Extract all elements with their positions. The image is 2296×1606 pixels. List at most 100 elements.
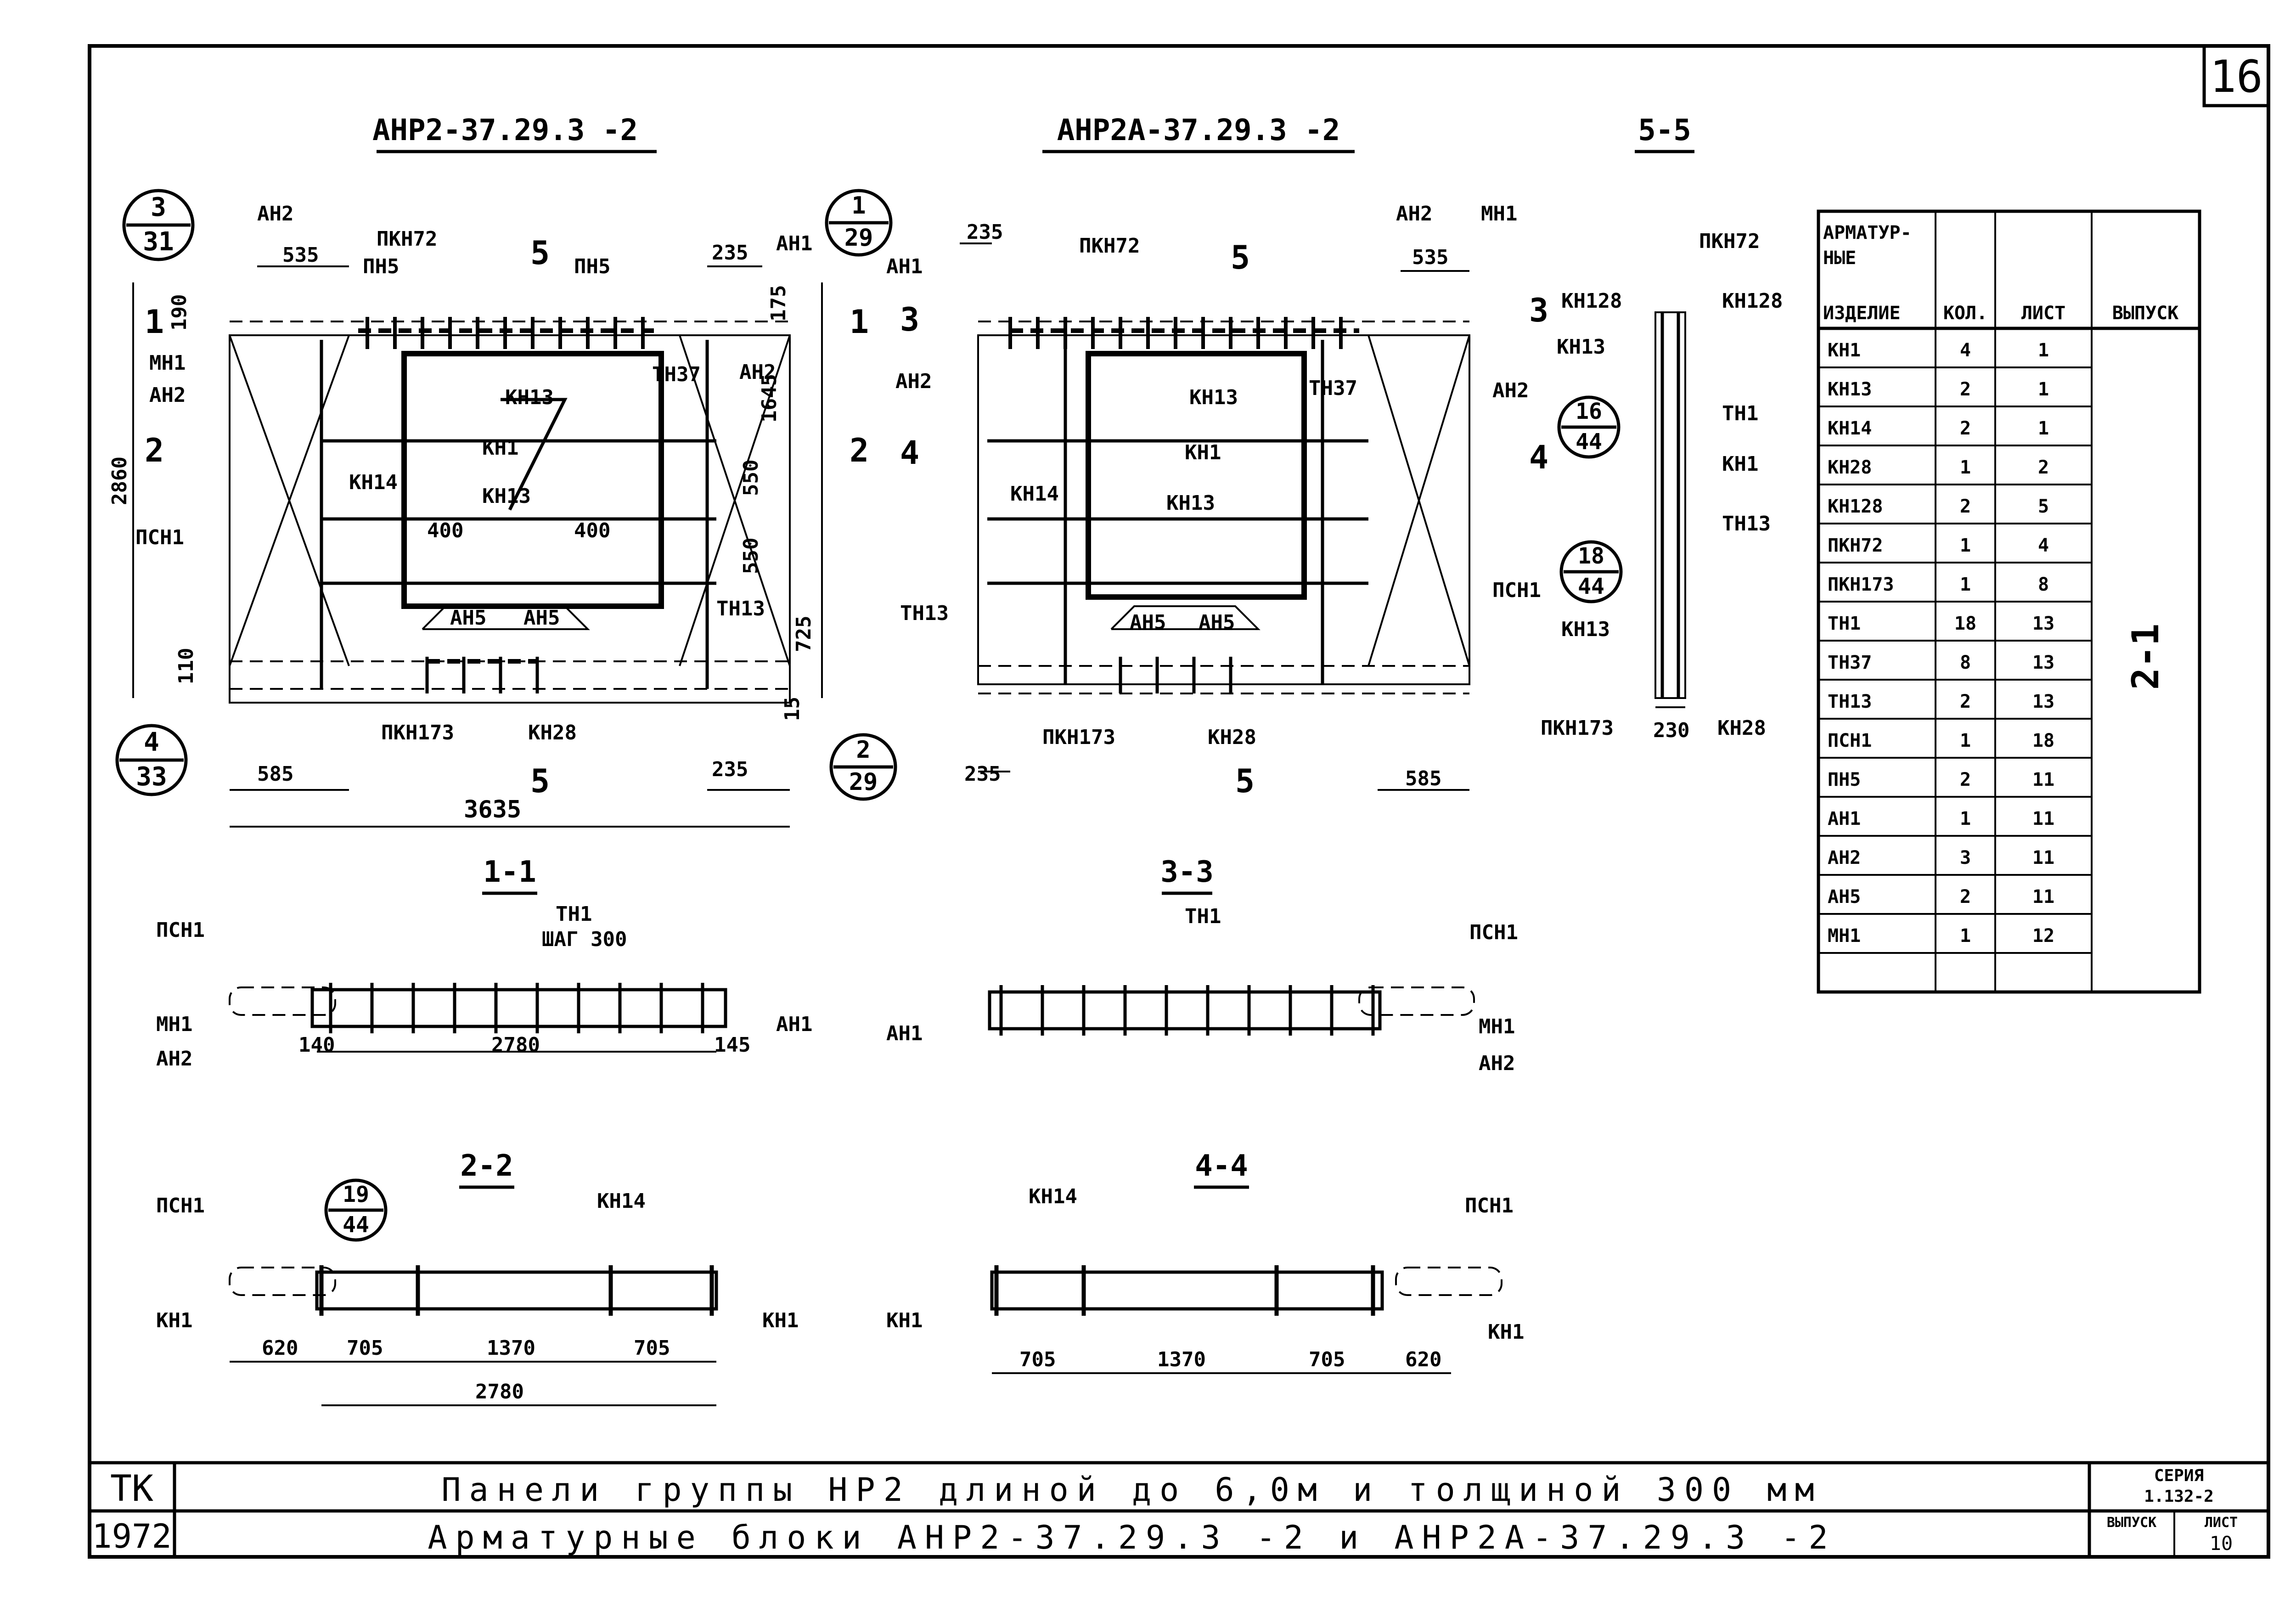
table-cell-sheet: 5 (2038, 496, 2049, 517)
callout-18-44-bottom: 44 (1578, 574, 1604, 599)
table-cell-sheet: 13 (2032, 652, 2054, 673)
view-b-opening-frame (1086, 351, 1307, 600)
table-cell-qty: 18 (1954, 613, 1976, 634)
section-44-label-psn1: ПСН1 (1465, 1194, 1514, 1217)
section-44-body (990, 1270, 1384, 1311)
view-a-label-kn28: КН28 (528, 721, 577, 744)
view-a-label-an1: АН1 (776, 232, 812, 255)
table-cell-item: АН1 (1828, 808, 1861, 829)
table-cell-qty: 1 (1960, 535, 1971, 556)
section-44-dim-620: 620 (1405, 1348, 1441, 1371)
view-a-label-pn5-right: ПН5 (574, 255, 610, 278)
section-55-label-kn28: КН28 (1717, 716, 1766, 740)
section-55-body (1654, 311, 1686, 699)
callout-16-44: 16 44 (1557, 395, 1621, 459)
sheet-number-box (2202, 44, 2270, 107)
table-vypusk-value: 2-1 (2124, 624, 2167, 690)
view-a-section-5-top: 5 (530, 234, 550, 272)
table-header-item-1: АРМАТУР- (1823, 222, 1912, 243)
table-cell-sheet: 11 (2032, 769, 2054, 790)
section-11-title: 1-1 (483, 855, 536, 889)
section-22-dim-705-left: 705 (347, 1336, 383, 1360)
section-11-dim-145: 145 (714, 1033, 750, 1057)
view-b-label-pkn72: ПКН72 (1079, 234, 1140, 258)
callout-3-31-top: 3 (151, 192, 166, 222)
view-b-label-an2-right: АН2 (1492, 379, 1529, 402)
view-a-dim-3635: 3635 (464, 796, 521, 823)
section-55-label-pkn173: ПКН173 (1541, 716, 1614, 740)
section-11-label-psn1: ПСН1 (156, 919, 205, 942)
section-11-label-mn1: МН1 (156, 1013, 192, 1036)
section-11-dim-2780: 2780 (491, 1033, 540, 1057)
table-header-item-3: ИЗДЕЛИЕ (1823, 303, 1901, 324)
section-22-label-psn1: ПСН1 (156, 1194, 205, 1217)
section-55-label-tn13: ТН13 (1722, 512, 1771, 535)
table-cell-qty: 2 (1960, 496, 1971, 517)
section-22-dim-705-right: 705 (634, 1336, 670, 1360)
table-cell-sheet: 13 (2032, 691, 2054, 712)
view-b-title-group: АНР2А-37.29.3 -2 (1042, 113, 1355, 153)
section-55-label-kn13-bottom: КН13 (1561, 618, 1610, 641)
section-11-body (310, 988, 727, 1028)
table-cell-qty: 3 (1960, 847, 1971, 868)
view-a-dim-175: 175 (767, 285, 790, 321)
view-a-label-an2-top: АН2 (257, 202, 293, 225)
section-55-drawing (1654, 311, 1686, 708)
callout-1-29-top: 1 (851, 192, 866, 220)
view-a-dim-725: 725 (792, 616, 816, 652)
view-a-dim-400-right: 400 (574, 519, 610, 542)
callout-16-44-bottom: 44 (1576, 429, 1602, 455)
section-11-label-an2: АН2 (156, 1047, 192, 1071)
callout-4-33: 4 33 (115, 724, 188, 796)
title-line-2: Арматурные блоки АНР2-37.29.3 -2 и АНР2А… (428, 1519, 1836, 1556)
table-cell-item: ПСН1 (1828, 730, 1872, 751)
view-b-label-kn13-mid: КН13 (1166, 491, 1215, 515)
view-a-section-1-left: 1 (145, 303, 164, 341)
section-55-label-pkn72: ПКН72 (1699, 230, 1760, 253)
table-cell-sheet: 12 (2032, 925, 2054, 947)
view-b-dim-585: 585 (1405, 767, 1441, 790)
view-a-label-an5-right: АН5 (523, 606, 560, 630)
view-b-label-kn1: КН1 (1185, 441, 1221, 464)
view-b-section-3-left: 3 (900, 301, 919, 338)
table-cell-item: МН1 (1828, 925, 1861, 947)
view-a-dim-1645: 1645 (758, 374, 781, 423)
view-a-dim-235-bottom: 235 (712, 758, 748, 781)
table-cell-item: ПКН173 (1828, 574, 1894, 595)
section-22-dim-1370: 1370 (487, 1336, 535, 1360)
view-b-label-kn13-top: КН13 (1189, 386, 1238, 409)
view-b-label-pkn173: ПКН173 (1042, 726, 1115, 749)
view-a-label-tn37: ТН37 (652, 363, 701, 386)
seria-value: 1.132-2 (2144, 1487, 2214, 1506)
section-44-label-kn14: КН14 (1029, 1185, 1077, 1208)
view-b-title: АНР2А-37.29.3 -2 (1057, 113, 1340, 147)
view-a-diag-4 (679, 335, 791, 666)
view-a-dim-550-2: 550 (739, 538, 763, 574)
callout-19-44: 19 44 (324, 1178, 388, 1242)
section-22-psn1-dashed (229, 1267, 336, 1296)
section-22-label-kn1-left: КН1 (156, 1309, 192, 1332)
table-cell-qty: 1 (1960, 808, 1971, 829)
section-44-psn1-dashed (1395, 1267, 1503, 1296)
table-cell-sheet: 11 (2032, 886, 2054, 907)
table-cell-qty: 4 (1960, 340, 1971, 361)
section-22-dim-620: 620 (262, 1336, 298, 1360)
table-cell-item: АН5 (1828, 886, 1861, 907)
callout-3-31-bottom: 31 (143, 227, 174, 257)
table-cell-item: КН14 (1828, 418, 1872, 439)
callout-16-44-top: 16 (1576, 399, 1602, 424)
table-cell-sheet: 1 (2038, 418, 2049, 439)
table-cell-qty: 1 (1960, 574, 1971, 595)
callout-2-29-bottom: 29 (849, 768, 878, 796)
callout-4-33-top: 4 (144, 727, 159, 757)
view-a-dim-550-1: 550 (739, 460, 763, 496)
section-11-label-shag: ШАГ 300 (542, 928, 627, 951)
section-44-dim-705-right: 705 (1309, 1348, 1345, 1371)
view-b-label-kn14: КН14 (1010, 482, 1059, 506)
table-cell-sheet: 13 (2032, 613, 2054, 634)
view-a-label-kn14: КН14 (349, 471, 398, 494)
view-b-dim-235-top: 235 (967, 220, 1003, 244)
section-44-dim-705-left: 705 (1019, 1348, 1056, 1371)
table-cell-sheet: 18 (2032, 730, 2054, 751)
view-b-an5-trap (1110, 605, 1261, 630)
